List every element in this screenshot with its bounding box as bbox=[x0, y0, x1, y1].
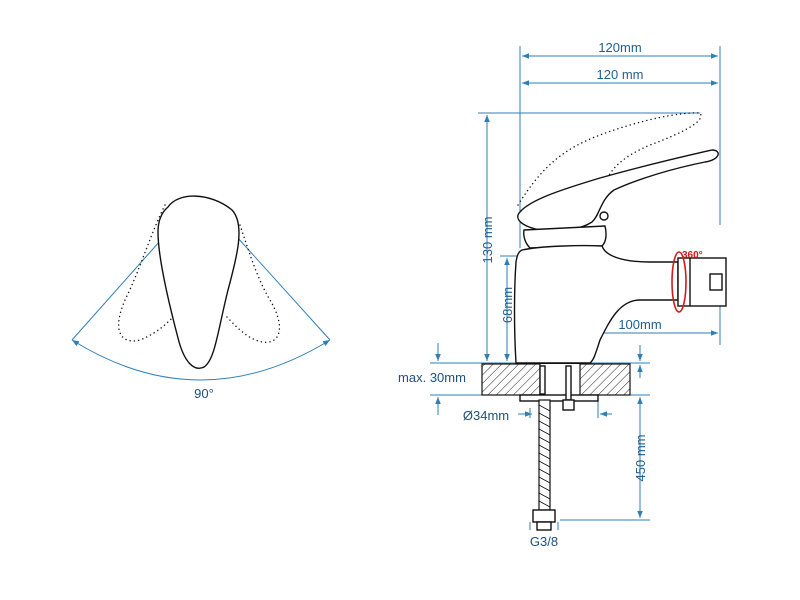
faucet-body bbox=[513, 244, 679, 364]
width-label-1: 120mm bbox=[598, 40, 641, 55]
handle-left-position-dotted bbox=[117, 204, 179, 342]
rotation-label: 360° bbox=[682, 250, 703, 261]
faucet-side-view: 120mm 120 mm 130 mm 68mm 100mm 360° bbox=[398, 40, 727, 549]
deck-thickness-label: max. 30mm bbox=[398, 370, 466, 385]
width-label-2: 120 mm bbox=[597, 67, 644, 82]
height-total-label: 130 mm bbox=[480, 217, 495, 264]
fixing-stud-right bbox=[565, 365, 572, 401]
hose-length-label: 450 mm bbox=[633, 435, 648, 482]
angle-arc bbox=[71, 339, 331, 381]
angle-label: 90° bbox=[194, 386, 214, 401]
fixing-stud-left bbox=[539, 365, 546, 395]
handle-lever bbox=[517, 149, 719, 232]
height-spout-label: 68mm bbox=[500, 287, 515, 323]
swivel-rotation-marker bbox=[671, 251, 687, 313]
handle-outline bbox=[157, 195, 240, 369]
hose-nut bbox=[532, 509, 556, 523]
deck-hole bbox=[540, 364, 580, 395]
handle-right-position-dotted bbox=[224, 224, 281, 343]
handle-top-view: 90° bbox=[71, 195, 331, 401]
thread-label: G3/8 bbox=[530, 534, 558, 549]
hose-braid bbox=[538, 404, 551, 508]
fixing-plate bbox=[519, 394, 599, 402]
fixing-nut bbox=[562, 399, 575, 411]
hose-thread bbox=[536, 521, 552, 531]
hole-diameter-label: Ø34mm bbox=[463, 408, 509, 423]
cartridge-cap bbox=[523, 225, 607, 249]
reach-label: 100mm bbox=[618, 317, 661, 332]
aerator-insert bbox=[709, 273, 723, 291]
handle-screw bbox=[599, 211, 609, 221]
